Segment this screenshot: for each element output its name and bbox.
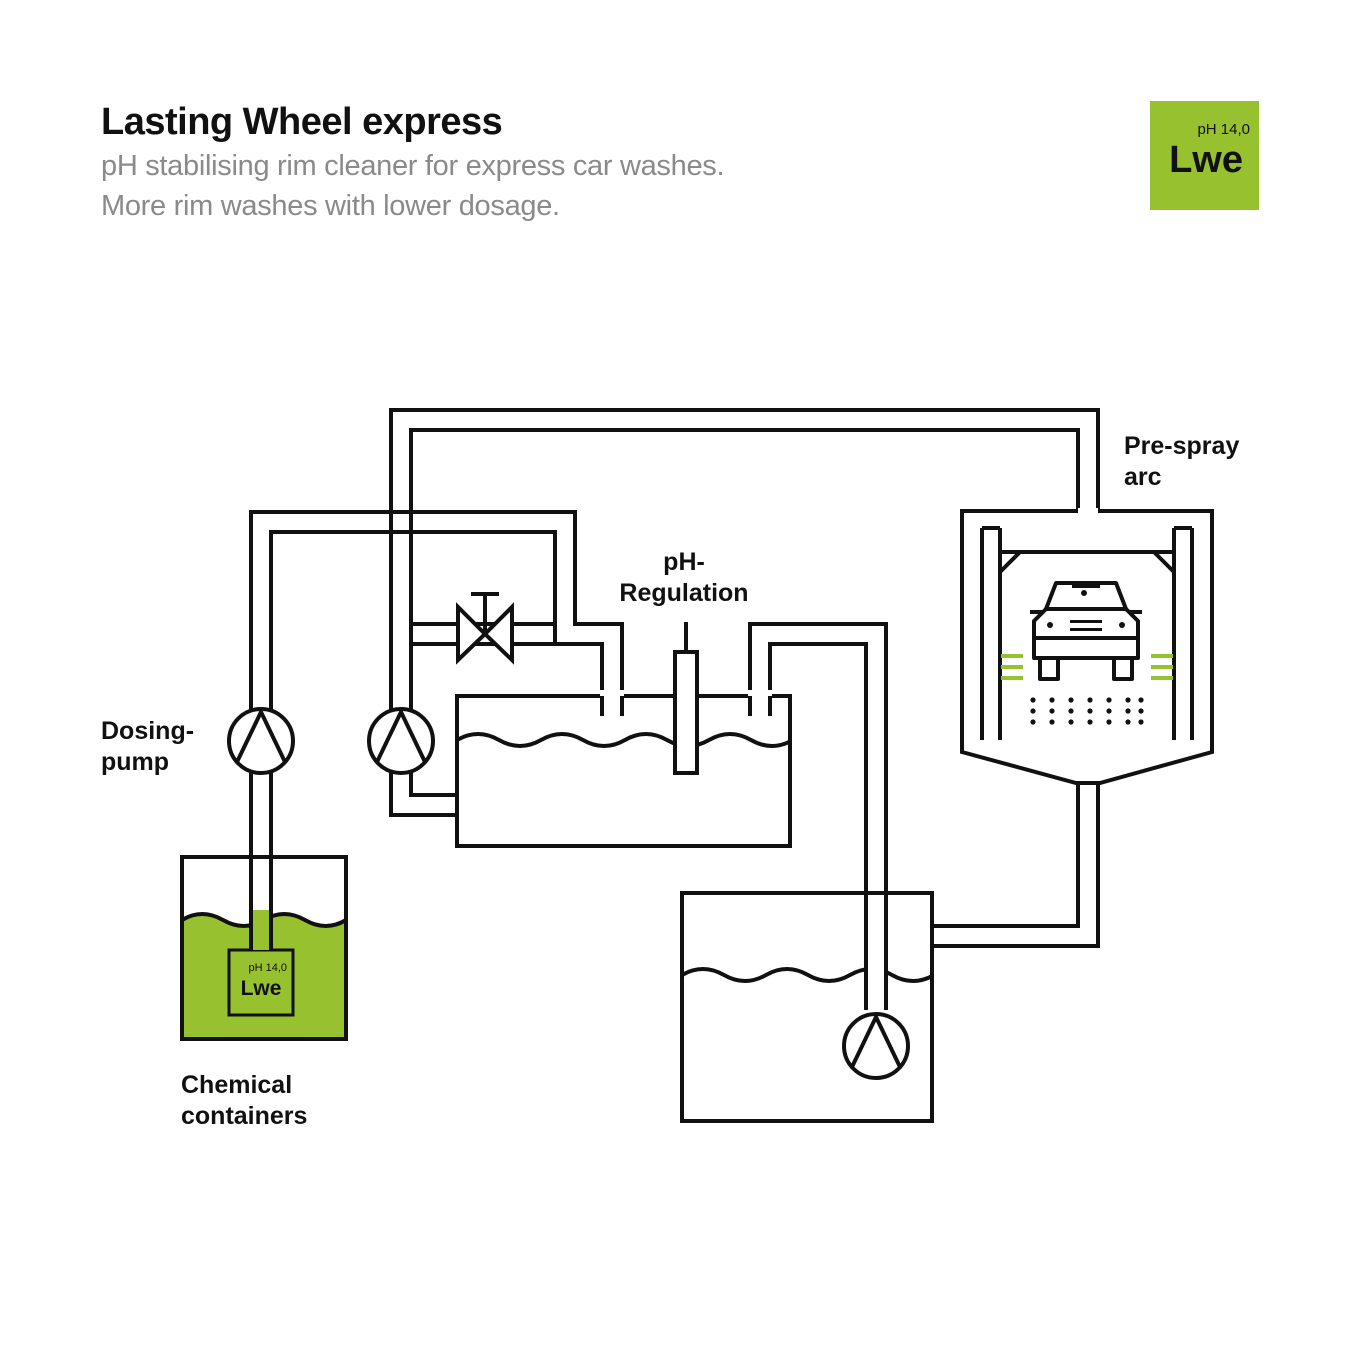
label-ph-regulation-line1: pH- bbox=[663, 548, 705, 576]
water-drops bbox=[1030, 697, 1144, 725]
product-badge: pH 14,0 Lwe bbox=[1150, 101, 1259, 210]
car-details bbox=[1047, 590, 1125, 631]
prespray-arc bbox=[960, 508, 1214, 785]
pipe-to-arc-inner bbox=[409, 428, 1080, 797]
container-badge-code: Lwe bbox=[241, 977, 282, 1000]
label-dosing-pump-line2: pump bbox=[101, 748, 169, 776]
label-chemical-line2: containers bbox=[181, 1102, 307, 1130]
subtitle-line-2: More rim washes with lower dosage. bbox=[101, 190, 560, 222]
car-icon bbox=[1030, 581, 1142, 681]
pipe-return-inner bbox=[932, 783, 1080, 928]
ph-probe bbox=[673, 622, 699, 775]
pipe-return-outer bbox=[932, 783, 1100, 948]
page-title: Lasting Wheel express bbox=[101, 101, 503, 143]
pump-icon bbox=[367, 707, 435, 775]
pipe-recirc-inner bbox=[768, 642, 868, 1010]
label-prespray-line1: Pre-spray bbox=[1124, 432, 1239, 460]
label-chemical-line1: Chemical bbox=[181, 1071, 292, 1099]
pipe-dosing-outer bbox=[249, 510, 624, 950]
badge-ph: pH 14,0 bbox=[1197, 121, 1250, 138]
label-dosing-pump-line1: Dosing- bbox=[101, 717, 194, 745]
pipe-recirc-outer bbox=[748, 622, 888, 1010]
collection-tank bbox=[680, 891, 934, 1123]
container-badge-ph: pH 14,0 bbox=[248, 962, 287, 974]
label-ph-regulation-line2: Regulation bbox=[619, 579, 748, 607]
pump-icon bbox=[227, 707, 295, 775]
pump-icon bbox=[842, 1012, 910, 1080]
spray-nozzles-right bbox=[1151, 654, 1173, 680]
chemical-container: pH 14,0 Lwe bbox=[180, 855, 348, 1041]
subtitle-line-1: pH stabilising rim cleaner for express c… bbox=[101, 150, 725, 182]
mixing-tank bbox=[455, 690, 792, 848]
badge-code: Lwe bbox=[1169, 139, 1243, 181]
spray-nozzles-left bbox=[1001, 654, 1023, 680]
pipe-to-arc-outer bbox=[389, 408, 1100, 817]
label-prespray-line2: arc bbox=[1124, 463, 1162, 491]
page-subtitle: pH stabilising rim cleaner for express c… bbox=[101, 146, 725, 226]
valve-icon bbox=[456, 592, 514, 665]
pipe-dosing-inner bbox=[269, 530, 604, 950]
